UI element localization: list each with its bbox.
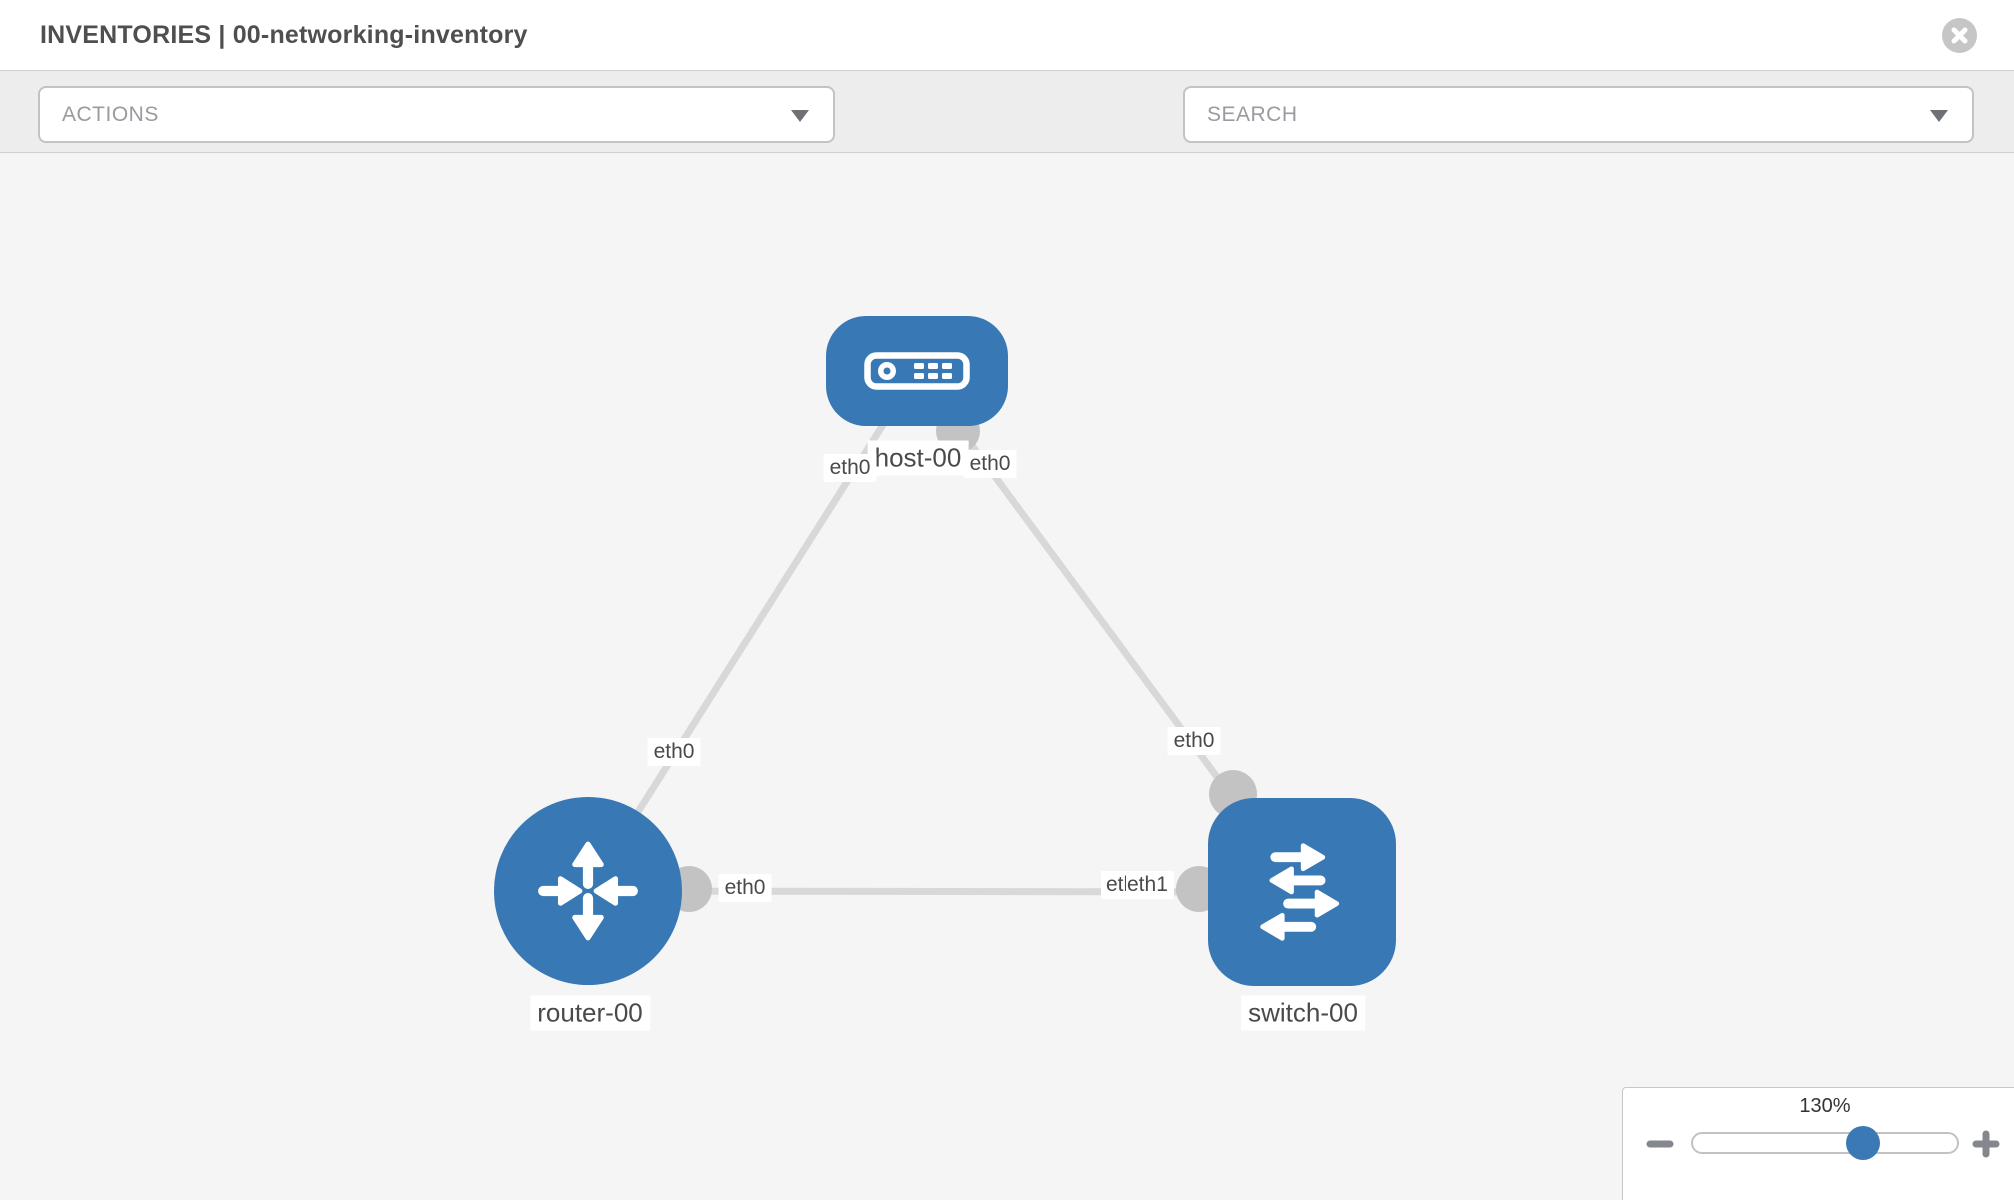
node-label-router-00: router-00 [530, 995, 650, 1031]
toolbar: ACTIONS SEARCH [0, 71, 2014, 199]
minus-icon [1646, 1140, 1674, 1148]
close-button[interactable] [1942, 18, 1977, 53]
header: INVENTORIES | 00-networking-inventory [0, 0, 2014, 71]
zoom-level: 130% [1799, 1095, 1851, 1117]
interface-label-host-switch-mid: eth0 [1167, 727, 1221, 755]
search-dropdown[interactable]: SEARCH [1183, 86, 1974, 143]
search-dropdown-label: SEARCH [1207, 102, 1298, 126]
zoom-in-button[interactable] [1971, 1129, 2001, 1159]
zoom-out-button[interactable] [1645, 1129, 1675, 1159]
actions-dropdown[interactable]: ACTIONS [38, 86, 835, 143]
interface-label-host-router-mid: eth0 [647, 738, 701, 766]
node-host-00[interactable] [826, 316, 1008, 426]
chevron-down-icon [1930, 109, 1948, 122]
host-icon [864, 352, 970, 390]
zoom-slider-thumb[interactable] [1846, 1126, 1880, 1160]
actions-dropdown-label: ACTIONS [62, 102, 159, 126]
interface-label-switch-end-front: eth1 [1126, 871, 1174, 899]
node-switch-00[interactable] [1208, 798, 1396, 986]
interface-label-switch-end-back: eth0 [1101, 871, 1126, 899]
node-label-switch-00: switch-00 [1241, 995, 1365, 1031]
topology-canvas[interactable] [0, 154, 2014, 1200]
page-title: INVENTORIES | 00-networking-inventory [40, 20, 528, 49]
interface-label-host-right: eth0 [963, 450, 1017, 478]
interface-label-switch-end: eth0 eth1 [1101, 871, 1174, 899]
interface-label-router-end: eth0 [718, 874, 772, 902]
switch-icon [1260, 843, 1340, 941]
interface-label-host-left: eth0 [823, 454, 877, 482]
zoom-slider[interactable] [1691, 1132, 1959, 1154]
router-icon [538, 841, 638, 941]
chevron-down-icon [791, 109, 809, 122]
plus-icon [1972, 1130, 2000, 1158]
close-icon [1951, 27, 1968, 44]
node-label-host-00: host-00 [867, 440, 969, 476]
node-router-00[interactable] [494, 797, 682, 985]
zoom-panel: 130% [1622, 1087, 2014, 1200]
